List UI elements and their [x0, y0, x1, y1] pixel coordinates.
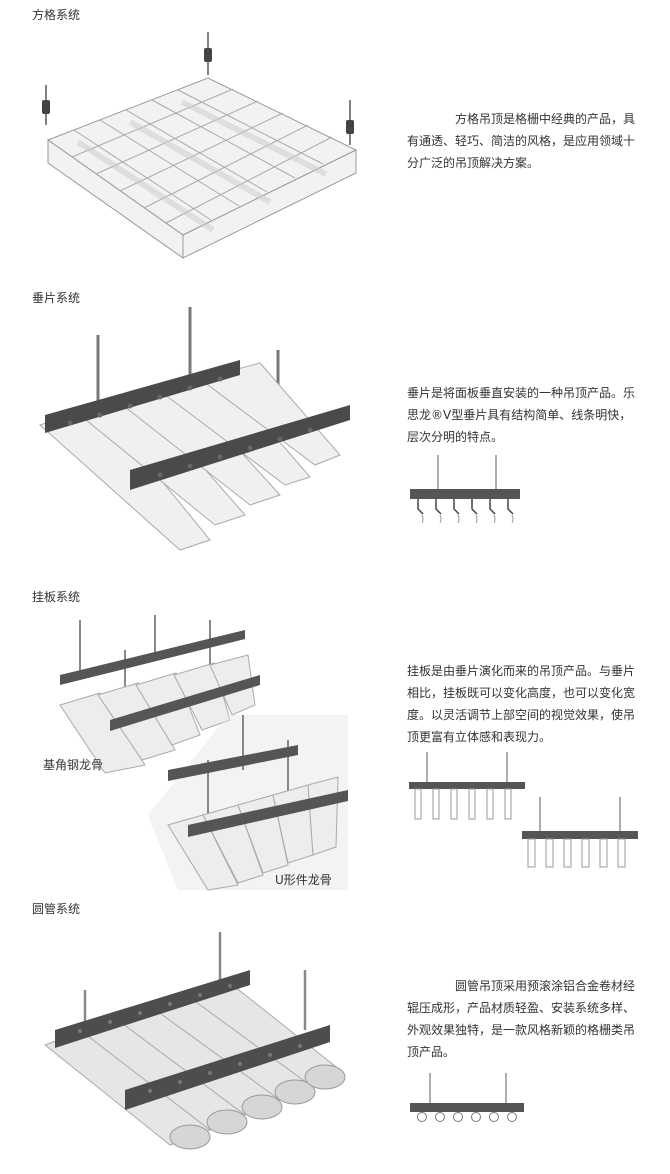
- hanging-panel-side-view-diagram-1: [409, 752, 525, 820]
- section-title-hanging-panel: 挂板系统: [32, 590, 81, 604]
- round-tube-side-view-diagram: [410, 1073, 524, 1122]
- grid-ceiling-illustration: [42, 32, 358, 259]
- vertical-blade-illustration: [39, 307, 350, 551]
- section-description-round-tube: 圆管吊顶采用预滚涂铝合金卷材经辊压成形，产品材质轻盈、安装系统多样、外观效果独特…: [407, 979, 636, 1059]
- section-description-hanging-panel: 挂板是由垂片演化而来的吊顶产品。与垂片相比，挂板既可以变化高度，也可以变化宽度。…: [407, 664, 636, 744]
- section-description-grid: 方格吊顶是格栅中经典的产品，具有通透、轻巧、简洁的风格，是应用领域十分广泛的吊顶…: [407, 112, 636, 170]
- section-title-grid: 方格系统: [32, 8, 81, 22]
- section-title-vertical-blade: 垂片系统: [32, 291, 81, 305]
- vertical-blade-side-view-diagram: [410, 455, 520, 524]
- angle-steel-keel-caption: 基角钢龙骨: [43, 758, 104, 772]
- section-description-vertical-blade: 垂片是将面板垂直安装的一种吊顶产品。乐思龙®V型垂片具有结构简单、线条明快，层次…: [407, 386, 636, 444]
- u-keel-caption: U形件龙骨: [275, 873, 332, 887]
- round-tube-illustration: [44, 932, 346, 1150]
- hanging-panel-side-view-diagram-2: [522, 797, 638, 868]
- hanging-panel-u-keel-illustration: [148, 715, 348, 891]
- hanging-panel-angle-steel-illustration: [59, 615, 260, 774]
- section-title-round-tube: 圆管系统: [32, 902, 81, 916]
